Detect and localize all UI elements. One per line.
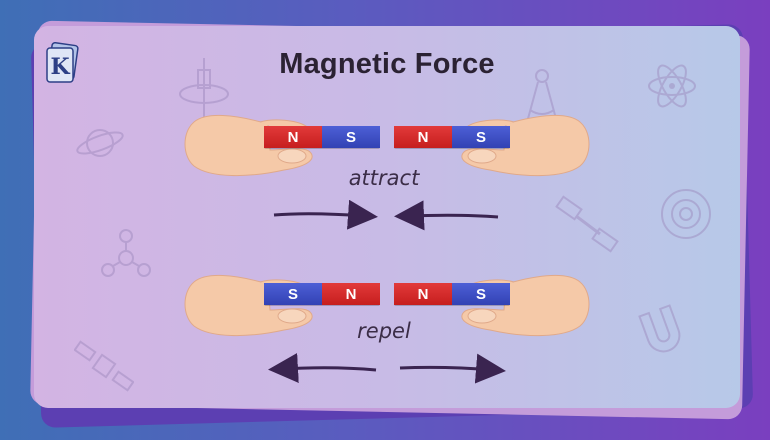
magnet-attract-right: N S bbox=[394, 126, 510, 148]
hands-and-arrows bbox=[184, 114, 590, 384]
molecule-icon bbox=[101, 229, 151, 277]
pole-north: N bbox=[322, 283, 380, 305]
atom-icon bbox=[648, 64, 696, 108]
attract-arrow-left bbox=[394, 200, 499, 231]
planet-icon bbox=[76, 129, 124, 157]
repel-arrow-left bbox=[268, 353, 377, 383]
k-logo-icon: K bbox=[46, 42, 79, 83]
diagram-card: K Magnetic Force bbox=[34, 26, 740, 408]
pole-north: N bbox=[394, 126, 452, 148]
solar-system-icon bbox=[661, 189, 711, 239]
page-title: Magnetic Force bbox=[279, 48, 495, 80]
pole-south: S bbox=[322, 126, 380, 148]
pole-south: S bbox=[452, 126, 510, 148]
satellite-icon bbox=[74, 340, 134, 392]
magnet-repel-left: S N bbox=[264, 283, 380, 305]
magnet-attract-left: N S bbox=[264, 126, 380, 148]
repel-label: repel bbox=[357, 319, 411, 343]
pole-south: S bbox=[264, 283, 322, 305]
gyroscope-icon bbox=[179, 58, 229, 124]
pole-north: N bbox=[264, 126, 322, 148]
space-station-icon bbox=[555, 195, 619, 253]
magnet-icon bbox=[638, 304, 681, 353]
attract-arrow-right bbox=[273, 199, 378, 230]
magnet-repel-right: N S bbox=[394, 283, 510, 305]
repel-arrow-right bbox=[399, 353, 506, 384]
svg-text:K: K bbox=[50, 54, 70, 80]
pole-south: S bbox=[452, 283, 510, 305]
attract-label: attract bbox=[348, 166, 420, 190]
pole-north: N bbox=[394, 283, 452, 305]
